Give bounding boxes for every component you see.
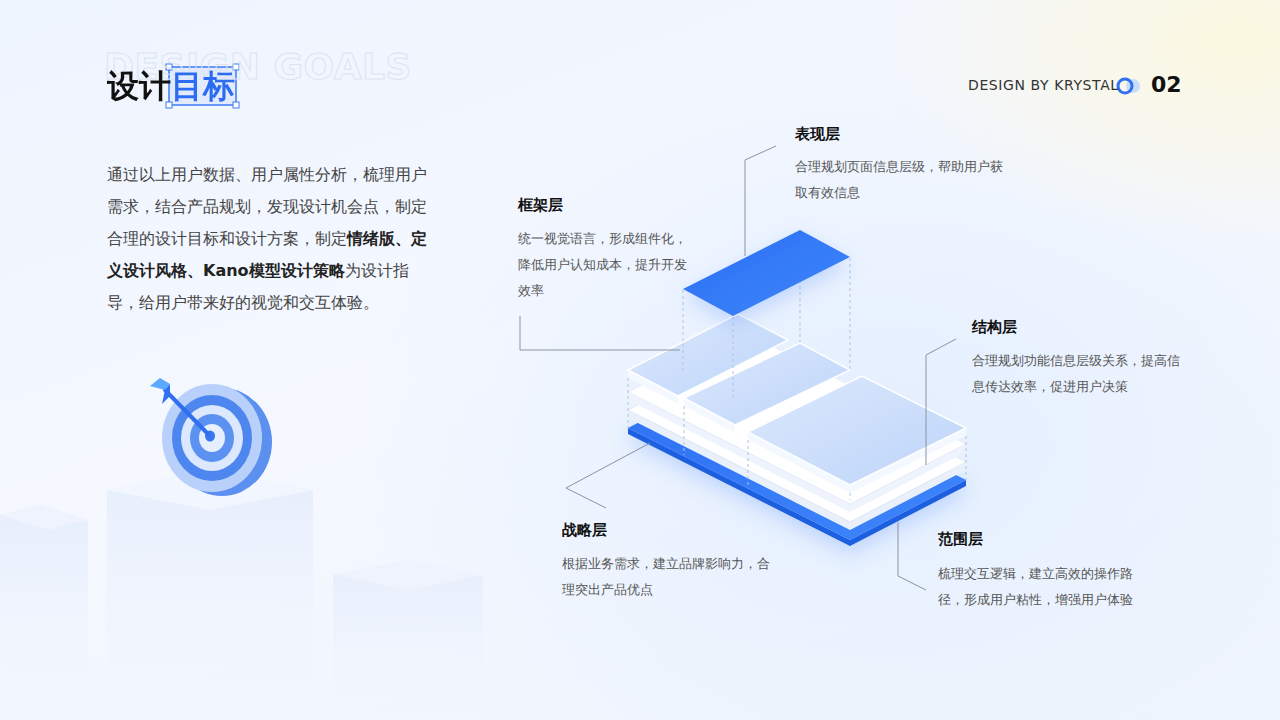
pedestal-blocks (0, 470, 483, 720)
layer-heading: 结构层 (972, 318, 1017, 337)
target-icon (150, 378, 272, 496)
leader-lines (520, 146, 956, 590)
layer-desc: 梳理交互逻辑，建立高效的操作路径，形成用户粘性，增强用户体验 (938, 561, 1153, 613)
page-number: 02 (1151, 72, 1182, 97)
layer-desc: 合理规划页面信息层级，帮助用户获取有效信息 (795, 154, 1010, 206)
layer-heading: 表现层 (795, 125, 840, 144)
layer-heading: 战略层 (562, 521, 607, 540)
layer-desc: 合理规划功能信息层级关系，提高信息传达效率，促进用户决策 (972, 348, 1187, 400)
layer-desc: 根据业务需求，建立品牌影响力，合理突出产品优点 (562, 551, 772, 603)
intro-paragraph: 通过以上用户数据、用户属性分析，梳理用户需求，结合产品规划，发现设计机会点，制定… (107, 159, 432, 319)
brand-icon (1118, 79, 1140, 93)
brand-name: DESIGN BY KRYSTAL (968, 77, 1119, 93)
layer-stack (628, 230, 966, 546)
page-title: 设计目标 (107, 66, 235, 106)
layer-desc: 统一视觉语言，形成组件化，降低用户认知成本，提升开发效率 (518, 226, 688, 304)
layer-heading: 框架层 (518, 196, 563, 215)
layer-heading: 范围层 (938, 530, 983, 549)
